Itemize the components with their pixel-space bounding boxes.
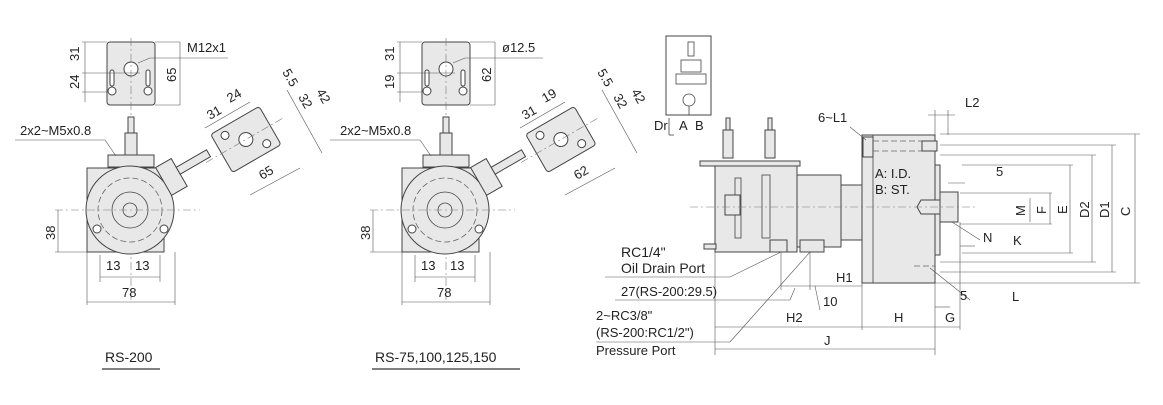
dim-h1: H1 [836,270,853,285]
rs75-drawing: 31 19 62 ø12.5 38 13 13 78 2x2~M5x0.8 [330,38,649,370]
dim-13-left: 13 [106,258,120,273]
dim-62: 62 [479,68,494,82]
dim-d1: D1 [1097,201,1112,218]
dim-38: 38 [358,226,373,240]
dim-78: 78 [122,285,136,300]
port-diameter-label: ø12.5 [502,40,535,55]
ang-dim-31: 31 [519,102,539,122]
dim-38: 38 [43,226,58,240]
dim-24: 24 [67,75,82,89]
dim-78: 78 [437,285,451,300]
label-l2: L2 [965,95,979,110]
dim-5-bottom: 5 [960,288,967,303]
ang-dim-5-5: 5.5 [594,66,616,89]
dim-31: 31 [67,47,82,61]
drain-port-size: RC1/4" [621,244,666,260]
dim-g: G [945,310,955,325]
dim-n: N [983,230,992,245]
dim-65: 65 [164,68,179,82]
thread-label: M12x1 [187,40,226,55]
mount-screws-label: 2x2~M5x0.8 [20,123,91,138]
dim-d2: D2 [1077,201,1092,218]
pressure-port-alt: (RS-200:RC1/2") [596,325,694,340]
rs200-drawing: 31 24 65 M12x1 38 13 13 78 2x2~M5x0.8 [15,38,334,370]
dim-27: 27(RS-200:29.5) [621,284,717,299]
dim-e: E [1055,205,1070,214]
model-label: RS-75,100,125,150 [375,349,497,365]
ang-dim-24: 24 [224,85,244,105]
mount-screws-label: 2x2~M5x0.8 [340,123,411,138]
hydraulic-schematic [665,35,712,116]
dim-13-right: 13 [450,258,464,273]
model-label: RS-200 [105,349,153,365]
dim-c: C [1118,207,1133,216]
ang-dim-42: 42 [313,86,333,106]
dim-m: M [1013,205,1028,216]
legend-a: A: I.D. [875,166,911,181]
ang-dim-31: 31 [204,102,224,122]
schematic-dr: Dr [654,118,668,133]
label-k: K [1013,233,1022,248]
dim-j: J [824,333,831,348]
schematic-b: B [695,118,704,133]
ang-dim-42: 42 [628,86,648,106]
legend-b: B: ST. [875,182,910,197]
ang-dim-19: 19 [539,85,559,105]
ang-dim-32: 32 [610,91,630,111]
ang-dim-62: 62 [571,162,591,182]
ang-dim-65: 65 [256,162,276,182]
pressure-port-size: 2~RC3/8" [596,308,653,323]
dim-f: F [1034,206,1049,214]
dim-h2: H2 [786,310,803,325]
dim-5-top: 5 [996,164,1003,179]
label-l: L [1012,289,1019,304]
dim-19: 19 [382,75,397,89]
schematic-a: A [679,118,688,133]
ang-dim-5-5: 5.5 [279,66,301,89]
dim-10: 10 [823,294,837,309]
dim-31: 31 [382,47,397,61]
pressure-port-label: Pressure Port [596,343,676,358]
dim-h: H [894,310,903,325]
side-view-drawing: Dr A B A: I.D. B: ST. [596,35,1140,358]
drain-port-label: Oil Drain Port [621,260,705,276]
ang-dim-32: 32 [295,91,315,111]
label-6-l1: 6~L1 [818,110,847,125]
dim-13-left: 13 [421,258,435,273]
dim-13-right: 13 [135,258,149,273]
